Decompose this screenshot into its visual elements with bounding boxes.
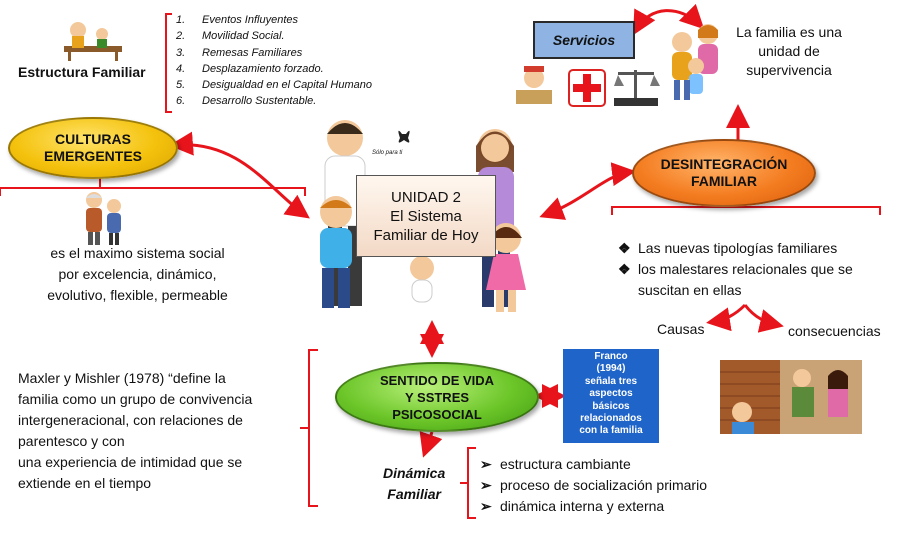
franco-box: Franco (1994) señala tres aspectos básic…	[563, 349, 659, 443]
tipologias-list: ❖Las nuevas tipologías familiares ❖los m…	[618, 238, 898, 301]
list-item: 1.Eventos Influyentes	[176, 14, 299, 26]
list-item: 3.Remesas Familiares	[176, 46, 303, 59]
dinamica-label: Dinámica Familiar	[383, 465, 446, 502]
list-item: ➢dinámica interna y externa	[480, 498, 665, 514]
desintegracion-oval: DESINTEGRACIÓN FAMILIAR	[632, 139, 816, 207]
list-item: 5.Desigualdad en el Capital Humano	[176, 79, 372, 92]
list-item: 6.Desarrollo Sustentable.	[176, 95, 317, 108]
maxler-definition: Maxler y Mishler (1978) “define la famil…	[18, 370, 253, 491]
services-icons	[514, 60, 664, 110]
dinamica-list: ➢estructura cambiante ➢proceso de social…	[480, 454, 780, 517]
estructura-list: 1.Eventos Influyentes 2.Movilidad Social…	[176, 12, 372, 110]
family-argument-icon	[720, 360, 862, 434]
causas-label: Causas	[657, 321, 705, 337]
list-item: suscitan en ellas	[638, 282, 742, 298]
culturas-oval: CULTURAS EMERGENTES	[8, 117, 178, 179]
consecuencias-label: consecuencias	[788, 323, 881, 339]
center-title-card: UNIDAD 2 El Sistema Familiar de Hoy	[356, 175, 496, 257]
family-cartoon-icon	[62, 16, 124, 62]
list-item: ➢proceso de socialización primario	[480, 477, 707, 493]
sentido-oval: SENTIDO DE VIDA Y SSTRES PSICOSOCIAL	[335, 362, 539, 432]
list-item: 4.Desplazamiento forzado.	[176, 62, 324, 75]
familia-unidad-text: La familia es una unidad de supervivenci…	[736, 24, 842, 78]
list-item: 2.Movilidad Social.	[176, 30, 285, 43]
servicios-label: Servicios	[552, 32, 616, 48]
sign-small-text: Sólo para ti	[372, 150, 403, 156]
list-item: ➢estructura cambiante	[480, 456, 631, 472]
family-hug-icon	[664, 20, 728, 102]
sistema-social-text: es el maximo sistema social por excelenc…	[47, 245, 228, 303]
estructura-title: Estructura Familiar	[18, 64, 146, 80]
list-item: ❖los malestares relacionales que se	[618, 261, 853, 277]
list-item: ❖Las nuevas tipologías familiares	[618, 240, 838, 256]
servicios-box: Servicios	[533, 21, 635, 59]
elderly-family-icon	[80, 190, 126, 246]
